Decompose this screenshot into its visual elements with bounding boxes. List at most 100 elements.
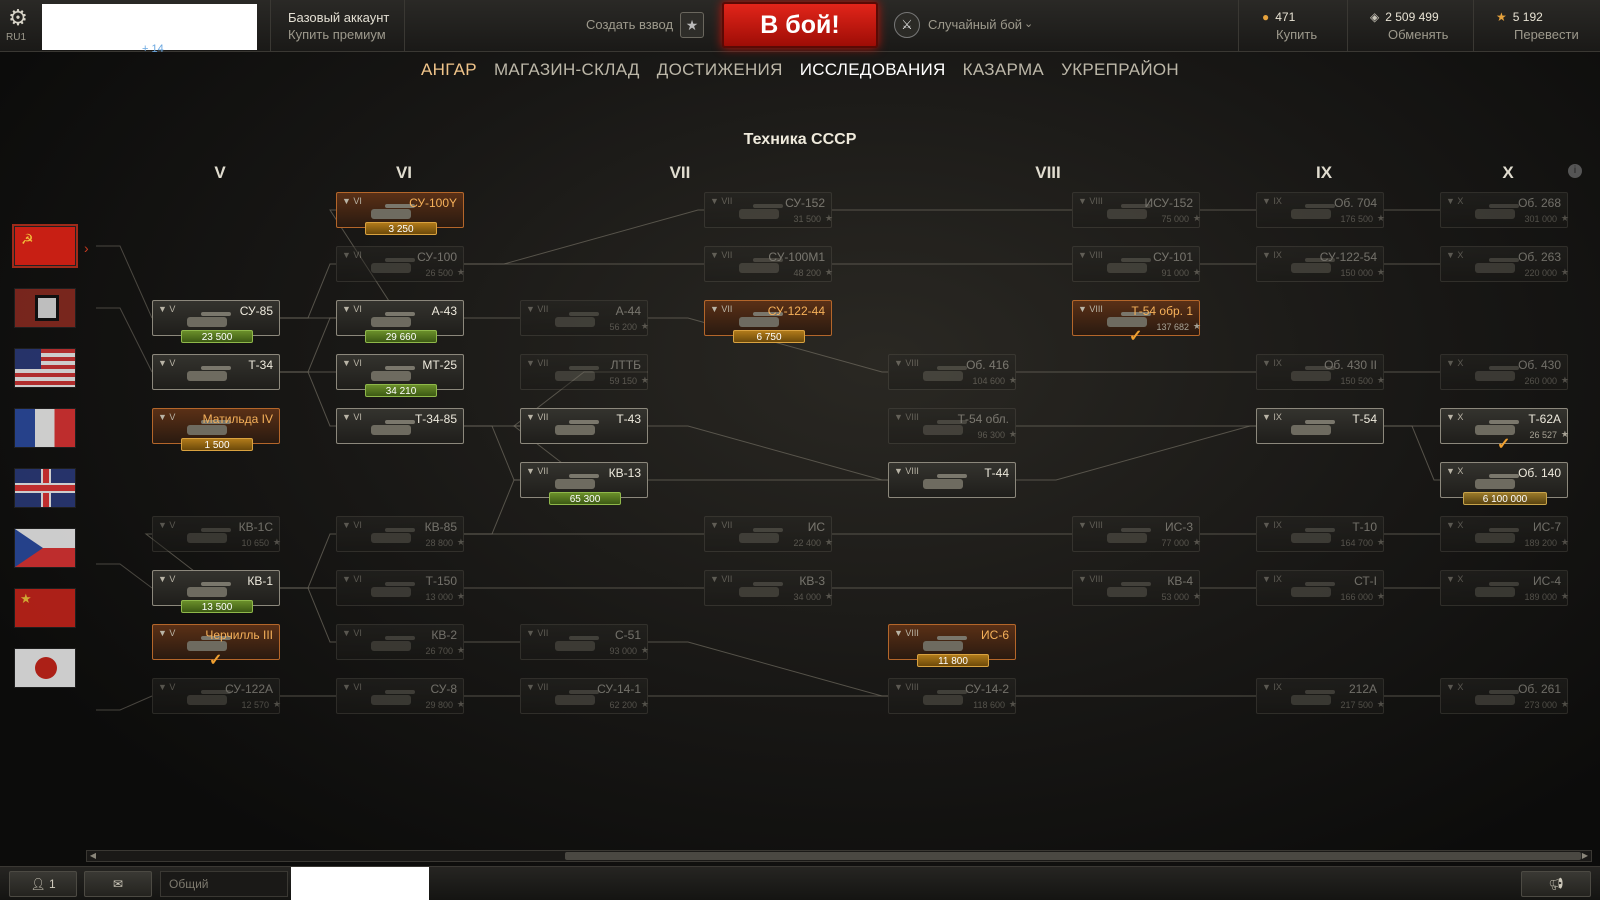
buy-gold-link[interactable]: Купить xyxy=(1276,27,1318,42)
tab-stronghold[interactable]: УКРЕПРАЙОН xyxy=(1061,60,1179,79)
horizontal-scrollbar[interactable]: ◀ ▶ xyxy=(86,850,1592,862)
china-flag[interactable]: ★ xyxy=(14,588,76,628)
ussr-flag[interactable]: ☭ xyxy=(12,224,78,268)
gear-icon[interactable]: ⚙ xyxy=(8,5,28,30)
notifications-button[interactable]: 📢︎ xyxy=(1521,871,1591,897)
chat-button[interactable]: ✉ xyxy=(84,871,152,897)
tree-link xyxy=(280,371,336,427)
exchange-link[interactable]: Обменять xyxy=(1388,27,1449,42)
platoon-icon[interactable]: ★ xyxy=(680,12,704,38)
tank-price: 96 300 xyxy=(977,430,1005,440)
battle-mode-icon[interactable]: ⚔ xyxy=(894,12,920,38)
free-xp-balance[interactable]: ★5 192 Перевести xyxy=(1496,10,1579,42)
tank-name: ИС-6 xyxy=(981,628,1009,642)
create-platoon-button[interactable]: Создать взвод xyxy=(586,17,674,32)
battle-button[interactable]: В бой! xyxy=(722,2,878,48)
chevron-down-icon[interactable]: ⌄ xyxy=(1024,18,1034,30)
chat-icon: ✉ xyxy=(112,877,124,891)
tab-shop[interactable]: МАГАЗИН-СКЛАД xyxy=(493,60,640,79)
japan-flag[interactable] xyxy=(14,648,76,688)
divider xyxy=(1347,0,1348,52)
scroll-left-icon[interactable]: ◀ xyxy=(89,851,97,860)
scroll-right-icon[interactable]: ▶ xyxy=(1581,851,1589,860)
tab-research[interactable]: ИССЛЕДОВАНИЯ xyxy=(799,60,946,79)
convert-xp-link[interactable]: Перевести xyxy=(1514,27,1579,42)
credits-balance[interactable]: ◈2 509 499 Обменять xyxy=(1370,10,1448,42)
tank-name: ИС-7 xyxy=(1533,520,1561,534)
tank-name: КВ-4 xyxy=(1167,574,1193,588)
tab-hangar[interactable]: АНГАР xyxy=(421,60,477,79)
germany-flag[interactable] xyxy=(14,288,76,328)
uk-flag[interactable] xyxy=(14,468,76,508)
tree-link xyxy=(464,209,704,265)
tab-achievements[interactable]: ДОСТИЖЕНИЯ xyxy=(656,60,783,79)
tier-label: ▼ VIII xyxy=(1078,520,1103,530)
tab-barracks[interactable]: КАЗАРМА xyxy=(962,60,1045,79)
battle-mode-select[interactable]: Случайный бой xyxy=(928,17,1023,32)
chat-channel-input[interactable]: Общий xyxy=(160,871,288,897)
tree-link xyxy=(96,695,153,711)
info-icon[interactable]: i xyxy=(1568,164,1582,178)
france-flag[interactable] xyxy=(14,408,76,448)
czech-flag[interactable] xyxy=(14,528,76,568)
cost-badge: 6 100 000 xyxy=(1463,492,1547,505)
buy-premium-link[interactable]: Купить премиум xyxy=(288,27,386,42)
usa-flag[interactable] xyxy=(14,348,76,388)
gold-balance[interactable]: ●471 Купить xyxy=(1262,10,1317,42)
contacts-button[interactable]: 👤︎ 1 xyxy=(9,871,77,897)
scroll-thumb[interactable] xyxy=(565,852,1581,860)
